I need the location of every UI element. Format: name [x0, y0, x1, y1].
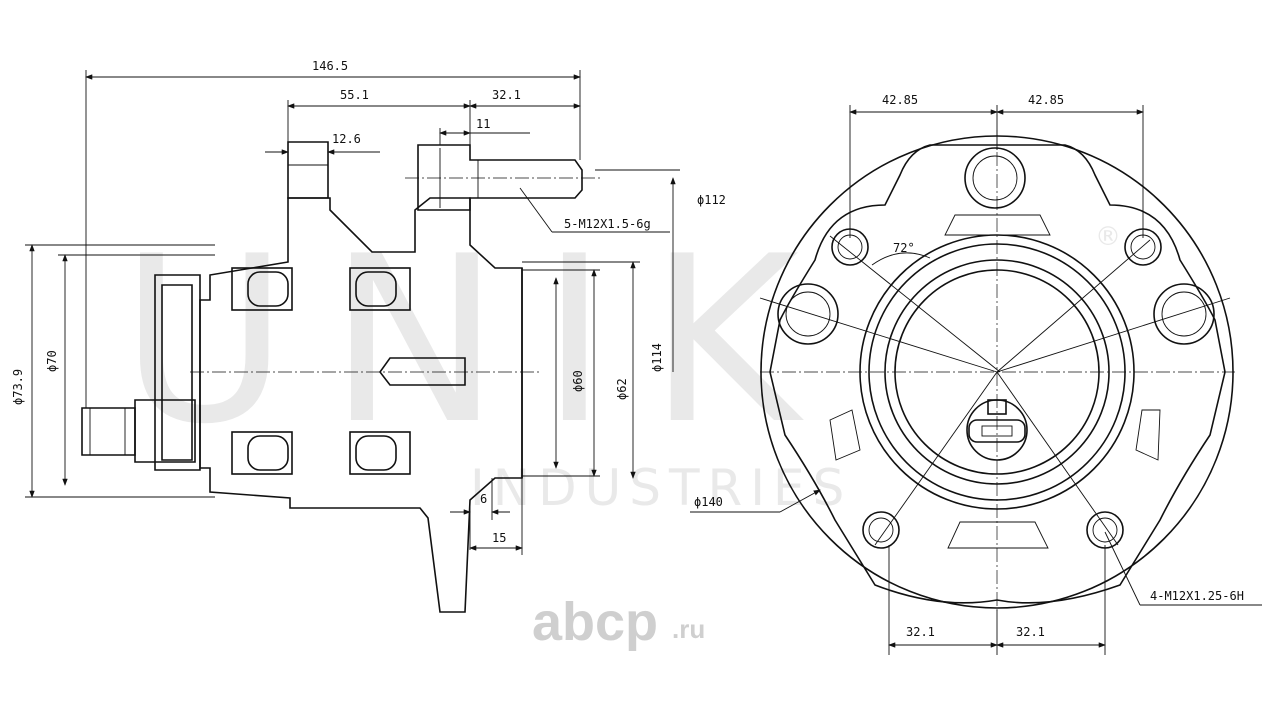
dim-dia-62: ϕ62	[615, 378, 629, 400]
bearing-lower	[231, 431, 411, 475]
watermark-sub: INDUSTRIES	[470, 459, 852, 517]
dim-15: 15	[492, 531, 506, 545]
side-section-view	[81, 141, 600, 613]
dim-bottom-left: 32.1	[906, 625, 935, 639]
label-stud-thread: 5-M12X1.5-6g	[564, 217, 651, 231]
dim-stud-length: 32.1	[492, 88, 521, 102]
dim-overall-length: 146.5	[312, 59, 348, 73]
site-logo-name: abcp	[532, 592, 658, 652]
watermark-registered: ®	[1095, 222, 1121, 252]
bearing-upper	[231, 267, 411, 311]
side-dimensions: 146.5 55.1 32.1 11 12.6 5-M12X1.5-6g ϕ11…	[11, 59, 821, 555]
dim-dia-140: ϕ140	[694, 495, 723, 509]
dim-dia-114: ϕ114	[650, 343, 664, 372]
site-logo-tld: .ru	[672, 614, 705, 644]
dim-dia-60: ϕ60	[571, 370, 585, 392]
dim-dia-70: ϕ70	[45, 350, 59, 372]
dim-flange-offset: 55.1	[340, 88, 369, 102]
dim-bottom-right: 32.1	[1016, 625, 1045, 639]
dim-dia-112: ϕ112	[697, 193, 726, 207]
wheel-stud	[405, 144, 600, 211]
front-dimensions: 42.85 42.85 32.1 32.1 4-M12X1.25-6H	[849, 93, 1262, 655]
abs-sensor	[81, 274, 201, 471]
label-mount-thread: 4-M12X1.25-6H	[1150, 589, 1244, 603]
dim-dia-73-9: ϕ73.9	[11, 369, 25, 405]
dim-flange-thickness: 12.6	[332, 132, 361, 146]
dim-top-right: 42.85	[1028, 93, 1064, 107]
site-logo: abcp .ru	[532, 592, 705, 652]
watermark-brand: UNIK	[120, 208, 839, 475]
dim-top-left: 42.85	[882, 93, 918, 107]
dim-stud-head: 11	[476, 117, 490, 131]
dim-6: 6	[480, 492, 487, 506]
angle-label: 72°	[893, 241, 915, 255]
flange-stud-section	[287, 141, 329, 199]
front-view: 72°	[759, 130, 1235, 612]
